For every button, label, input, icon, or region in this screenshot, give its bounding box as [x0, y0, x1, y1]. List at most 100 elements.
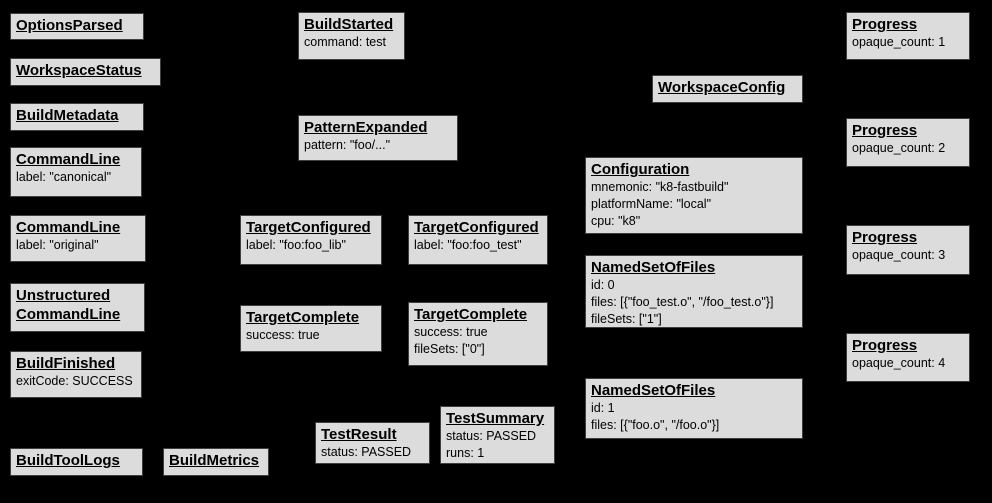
- event-title-line: Progress: [852, 16, 918, 33]
- event-title: CommandLine: [16, 150, 136, 169]
- event-title-line: PatternExpanded: [304, 119, 428, 136]
- event-title-line: BuildStarted: [304, 16, 394, 33]
- event-node-build-tool-logs: BuildToolLogs: [10, 448, 143, 476]
- event-attribute: label: "canonical": [16, 170, 112, 184]
- event-attribute: label: "original": [16, 238, 99, 252]
- event-title-line: Progress: [852, 122, 918, 139]
- event-title-line: TargetConfigured: [246, 219, 371, 236]
- event-node-build-metadata: BuildMetadata: [10, 103, 144, 131]
- event-attributes: pattern: "foo/...": [304, 137, 452, 154]
- event-node-options-parsed: OptionsParsed: [10, 13, 144, 40]
- event-title: OptionsParsed: [16, 16, 138, 35]
- event-title: CommandLine: [16, 218, 140, 237]
- event-title: PatternExpanded: [304, 118, 452, 137]
- event-title-line: WorkspaceConfig: [658, 79, 786, 96]
- event-title: Progress: [852, 336, 964, 355]
- event-title-line: CommandLine: [16, 219, 121, 236]
- event-title-line: OptionsParsed: [16, 17, 123, 34]
- event-title-line: TargetComplete: [414, 306, 528, 323]
- event-attribute: label: "foo:foo_lib": [246, 238, 346, 252]
- event-title-line: BuildFinished: [16, 355, 116, 372]
- event-title: BuildFinished: [16, 354, 136, 373]
- event-attribute: mnemonic: "k8-fastbuild": [591, 180, 729, 194]
- event-attribute: opaque_count: 4: [852, 356, 946, 370]
- event-title-line: TargetComplete: [246, 309, 360, 326]
- event-title: Progress: [852, 15, 964, 34]
- event-attribute: fileSets: ["1"]: [591, 312, 662, 326]
- event-title: TargetConfigured: [246, 218, 376, 237]
- event-node-workspace-status: WorkspaceStatus: [10, 58, 161, 86]
- event-attributes: success: true: [246, 327, 376, 344]
- event-node-configuration: Configuration mnemonic: "k8-fastbuild" pl…: [585, 157, 803, 234]
- event-title-line: WorkspaceStatus: [16, 62, 142, 79]
- event-node-target-configured-foo-lib: TargetConfigured label: "foo:foo_lib": [240, 215, 382, 265]
- event-title-line: BuildMetadata: [16, 107, 119, 124]
- event-attributes: success: true fileSets: ["0"]: [414, 324, 542, 358]
- event-title: Configuration: [591, 160, 797, 179]
- event-attributes: opaque_count: 4: [852, 355, 964, 372]
- event-node-progress-1: Progress opaque_count: 1: [846, 12, 970, 60]
- event-node-build-started: BuildStarted command: test: [298, 12, 405, 60]
- event-node-command-line-original: CommandLine label: "original": [10, 215, 146, 262]
- event-title-line: TestResult: [321, 426, 397, 443]
- event-attributes: command: test: [304, 34, 399, 51]
- event-attributes: opaque_count: 1: [852, 34, 964, 51]
- event-attribute: status: PASSED: [446, 429, 537, 443]
- event-title-line: Configuration: [591, 161, 690, 178]
- event-attribute: exitCode: SUCCESS: [16, 374, 133, 388]
- event-title-line: BuildMetrics: [169, 452, 260, 469]
- event-node-build-metrics: BuildMetrics: [163, 448, 269, 476]
- event-attribute: pattern: "foo/...": [304, 138, 391, 152]
- event-node-progress-2: Progress opaque_count: 2: [846, 118, 970, 167]
- event-attribute: platformName: "local": [591, 197, 712, 211]
- event-attribute: opaque_count: 3: [852, 248, 946, 262]
- event-title: NamedSetOfFiles: [591, 381, 797, 400]
- event-node-target-complete-foo-test: TargetComplete success: true fileSets: ["…: [408, 302, 548, 366]
- event-node-pattern-expanded: PatternExpanded pattern: "foo/...": [298, 115, 458, 161]
- event-attribute: id: 0: [591, 278, 615, 292]
- event-title: TargetComplete: [246, 308, 376, 327]
- event-node-target-complete-foo-lib: TargetComplete success: true: [240, 305, 382, 352]
- event-node-workspace-config: WorkspaceConfig: [652, 75, 803, 103]
- event-attribute: opaque_count: 1: [852, 35, 946, 49]
- event-title: TargetComplete: [414, 305, 542, 324]
- event-title-line: Unstructured: [16, 287, 111, 304]
- event-attributes: exitCode: SUCCESS: [16, 373, 136, 390]
- event-attribute: opaque_count: 2: [852, 141, 946, 155]
- event-attribute: success: true: [414, 325, 488, 339]
- event-title-line: Progress: [852, 229, 918, 246]
- event-title: TestSummary: [446, 409, 549, 428]
- event-title: WorkspaceStatus: [16, 61, 155, 80]
- event-title: TargetConfigured: [414, 218, 542, 237]
- event-title: Progress: [852, 121, 964, 140]
- event-title: WorkspaceConfig: [658, 78, 797, 97]
- event-attributes: opaque_count: 3: [852, 247, 964, 264]
- event-title-line: Progress: [852, 337, 918, 354]
- event-node-target-configured-foo-test: TargetConfigured label: "foo:foo_test": [408, 215, 548, 265]
- event-title: BuildToolLogs: [16, 451, 137, 470]
- event-attribute: label: "foo:foo_test": [414, 238, 522, 252]
- event-attribute: success: true: [246, 328, 320, 342]
- event-title: NamedSetOfFiles: [591, 258, 797, 277]
- event-title-line: NamedSetOfFiles: [591, 259, 716, 276]
- event-title-line: BuildToolLogs: [16, 452, 120, 469]
- event-attribute: id: 1: [591, 401, 615, 415]
- event-title-line: NamedSetOfFiles: [591, 382, 716, 399]
- event-attribute: fileSets: ["0"]: [414, 342, 485, 356]
- event-title-line: TestSummary: [446, 410, 545, 427]
- event-title-line: TargetConfigured: [414, 219, 539, 236]
- event-node-build-finished: BuildFinished exitCode: SUCCESS: [10, 351, 142, 398]
- event-attribute: status: PASSED: [321, 445, 412, 459]
- event-attributes: status: PASSED: [321, 444, 424, 461]
- event-attributes: label: "original": [16, 237, 140, 254]
- event-node-command-line-canonical: CommandLine label: "canonical": [10, 147, 142, 197]
- event-title: BuildMetadata: [16, 106, 138, 125]
